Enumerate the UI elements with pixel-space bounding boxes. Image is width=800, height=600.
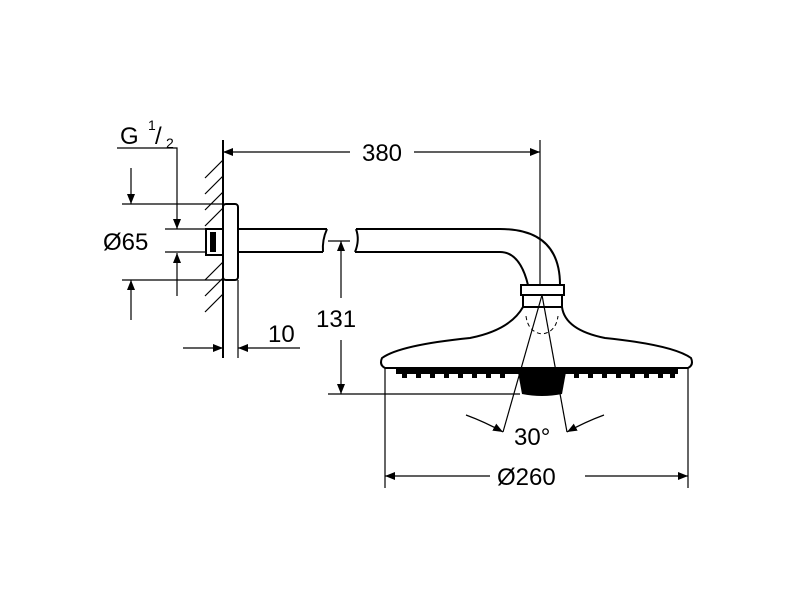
thread-fraction-denominator: 2 (166, 135, 174, 151)
wall-rosette (205, 203, 239, 281)
dimension-131: 131 (316, 240, 520, 395)
spray-angle-lines (465, 294, 605, 433)
center-spray-cap (518, 372, 566, 396)
dimension-diameter-65: Ø65 (103, 168, 223, 320)
spray-nozzles (396, 369, 678, 378)
dim-label-diameter-65: Ø65 (103, 229, 148, 256)
shower-arm (238, 228, 561, 286)
dimension-10: 10 (183, 280, 300, 358)
thread-fraction-numerator: 1 (148, 117, 156, 133)
ball-joint-hidden-line (525, 315, 559, 335)
dim-label-380: 380 (362, 140, 402, 167)
dim-label-diameter-260: Ø260 (497, 464, 556, 491)
dim-label-spray-angle: 30° (514, 424, 550, 451)
thread-label-g: G (120, 123, 139, 150)
thread-label: G 1 / 2 (117, 117, 181, 296)
dimension-diameter-260: Ø260 (384, 368, 689, 491)
wall-hatching (204, 159, 224, 313)
dim-label-10: 10 (268, 321, 295, 348)
dimension-380: 380 (222, 140, 541, 285)
thread-fraction-slash: / (155, 123, 162, 150)
shower-head (380, 306, 693, 396)
dim-label-131: 131 (316, 306, 356, 333)
